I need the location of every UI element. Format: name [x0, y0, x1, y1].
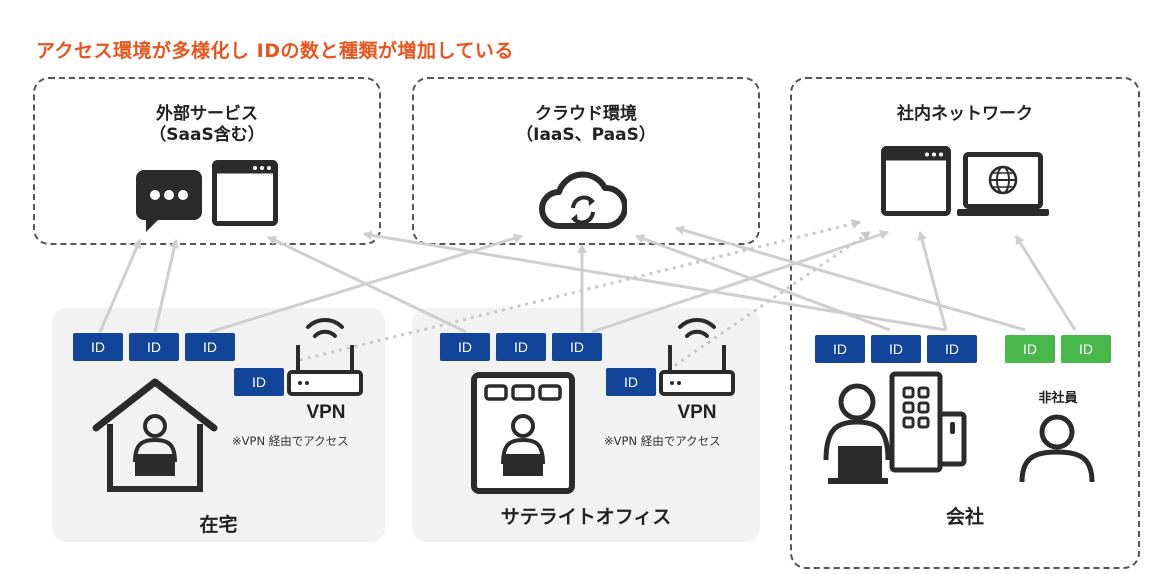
- browser-window-icon: [212, 160, 278, 226]
- diagram-title: アクセス環境が多様化し IDの数と種類が増加している: [36, 40, 514, 62]
- home-vpn-id: ID: [234, 368, 284, 396]
- zone-external-label: 外部サービス （SaaS含む）: [149, 104, 265, 145]
- home-vpn-note: ※VPN 経由でアクセス: [232, 434, 349, 448]
- arrow-co-id2-to-external: [363, 230, 947, 332]
- company-id-2: ID: [871, 335, 921, 363]
- arrow-home-id1-to-external: [98, 239, 142, 333]
- guest-id-1: ID: [1005, 335, 1055, 363]
- satellite-label: サテライトオフィス: [500, 506, 672, 528]
- arrow-home-vpn-to-intranet: [299, 219, 861, 362]
- zone-intranet-company: [790, 77, 1140, 569]
- home-id-3: ID: [185, 333, 235, 361]
- arrow-sat-id1-to-external: [267, 235, 467, 334]
- office-booth-user-icon: [471, 372, 575, 494]
- arrow-sat-id3-to-intranet: [591, 229, 889, 334]
- browser-window-icon: [881, 146, 951, 216]
- satellite-id-3: ID: [552, 333, 602, 361]
- guest-person-icon: [1019, 414, 1095, 483]
- laptop-globe-icon: [957, 152, 1049, 216]
- home-vpn-label: VPN: [306, 402, 346, 423]
- wifi-router-icon: [287, 317, 363, 396]
- zone-external-services: [33, 77, 381, 245]
- home-id-1: ID: [73, 333, 123, 361]
- arrow-guest-id1-to-cloud: [675, 225, 1026, 332]
- wifi-router-icon: [659, 317, 735, 396]
- zone-cloud-label: クラウド環境 （IaaS、PaaS）: [516, 104, 656, 145]
- house-user-icon: [92, 378, 218, 492]
- satellite-vpn-note: ※VPN 経由でアクセス: [604, 434, 721, 448]
- satellite-id-1: ID: [440, 333, 490, 361]
- cloud-sync-icon: [539, 171, 627, 229]
- satellite-vpn-label: VPN: [677, 402, 717, 423]
- company-id-1: ID: [815, 335, 865, 363]
- satellite-id-2: ID: [496, 333, 546, 361]
- arrow-home-id2-to-external: [153, 239, 180, 333]
- satellite-vpn-id: ID: [606, 368, 656, 396]
- company-label: 会社: [945, 506, 984, 528]
- chat-bubble-icon: [136, 170, 202, 232]
- guest-label: 非社員: [1038, 391, 1078, 406]
- zone-intranet-label: 社内ネットワーク: [897, 104, 1033, 124]
- home-label: 在宅: [199, 514, 238, 536]
- arrow-guest-id2-to-intranet: [1014, 235, 1077, 331]
- company-id-3: ID: [927, 335, 977, 363]
- home-id-2: ID: [129, 333, 179, 361]
- arrow-co-id3-to-intranet: [917, 231, 948, 331]
- arrow-sat-vpn-to-intranet: [667, 230, 871, 372]
- guest-id-2: ID: [1061, 335, 1111, 363]
- employee-building-icon: [823, 371, 967, 484]
